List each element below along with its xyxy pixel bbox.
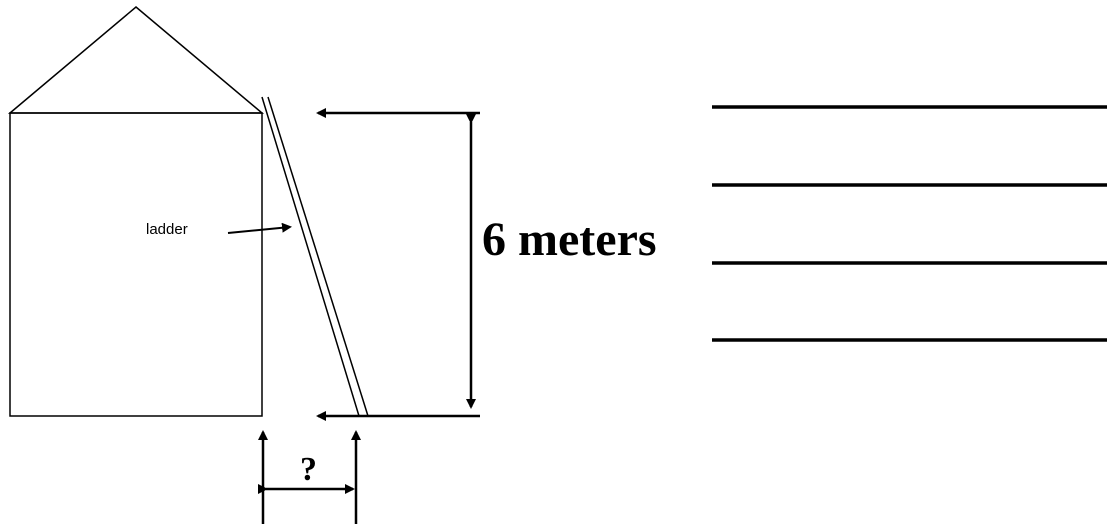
house bbox=[7, 6, 265, 417]
house-wall bbox=[9, 112, 263, 417]
ladder bbox=[261, 96, 369, 417]
ladder-rail-right bbox=[267, 96, 369, 417]
house-roof bbox=[7, 6, 265, 114]
ladder-label: ladder bbox=[146, 221, 188, 238]
ladder-rail-left bbox=[261, 96, 360, 417]
height-label: 6 meters bbox=[482, 213, 657, 266]
answer-lines bbox=[712, 105, 1107, 342]
distance-label: ? bbox=[300, 451, 317, 488]
distance-dimension bbox=[258, 430, 361, 524]
ladder-pointer-arrow bbox=[227, 222, 292, 234]
height-dimension bbox=[316, 108, 480, 421]
